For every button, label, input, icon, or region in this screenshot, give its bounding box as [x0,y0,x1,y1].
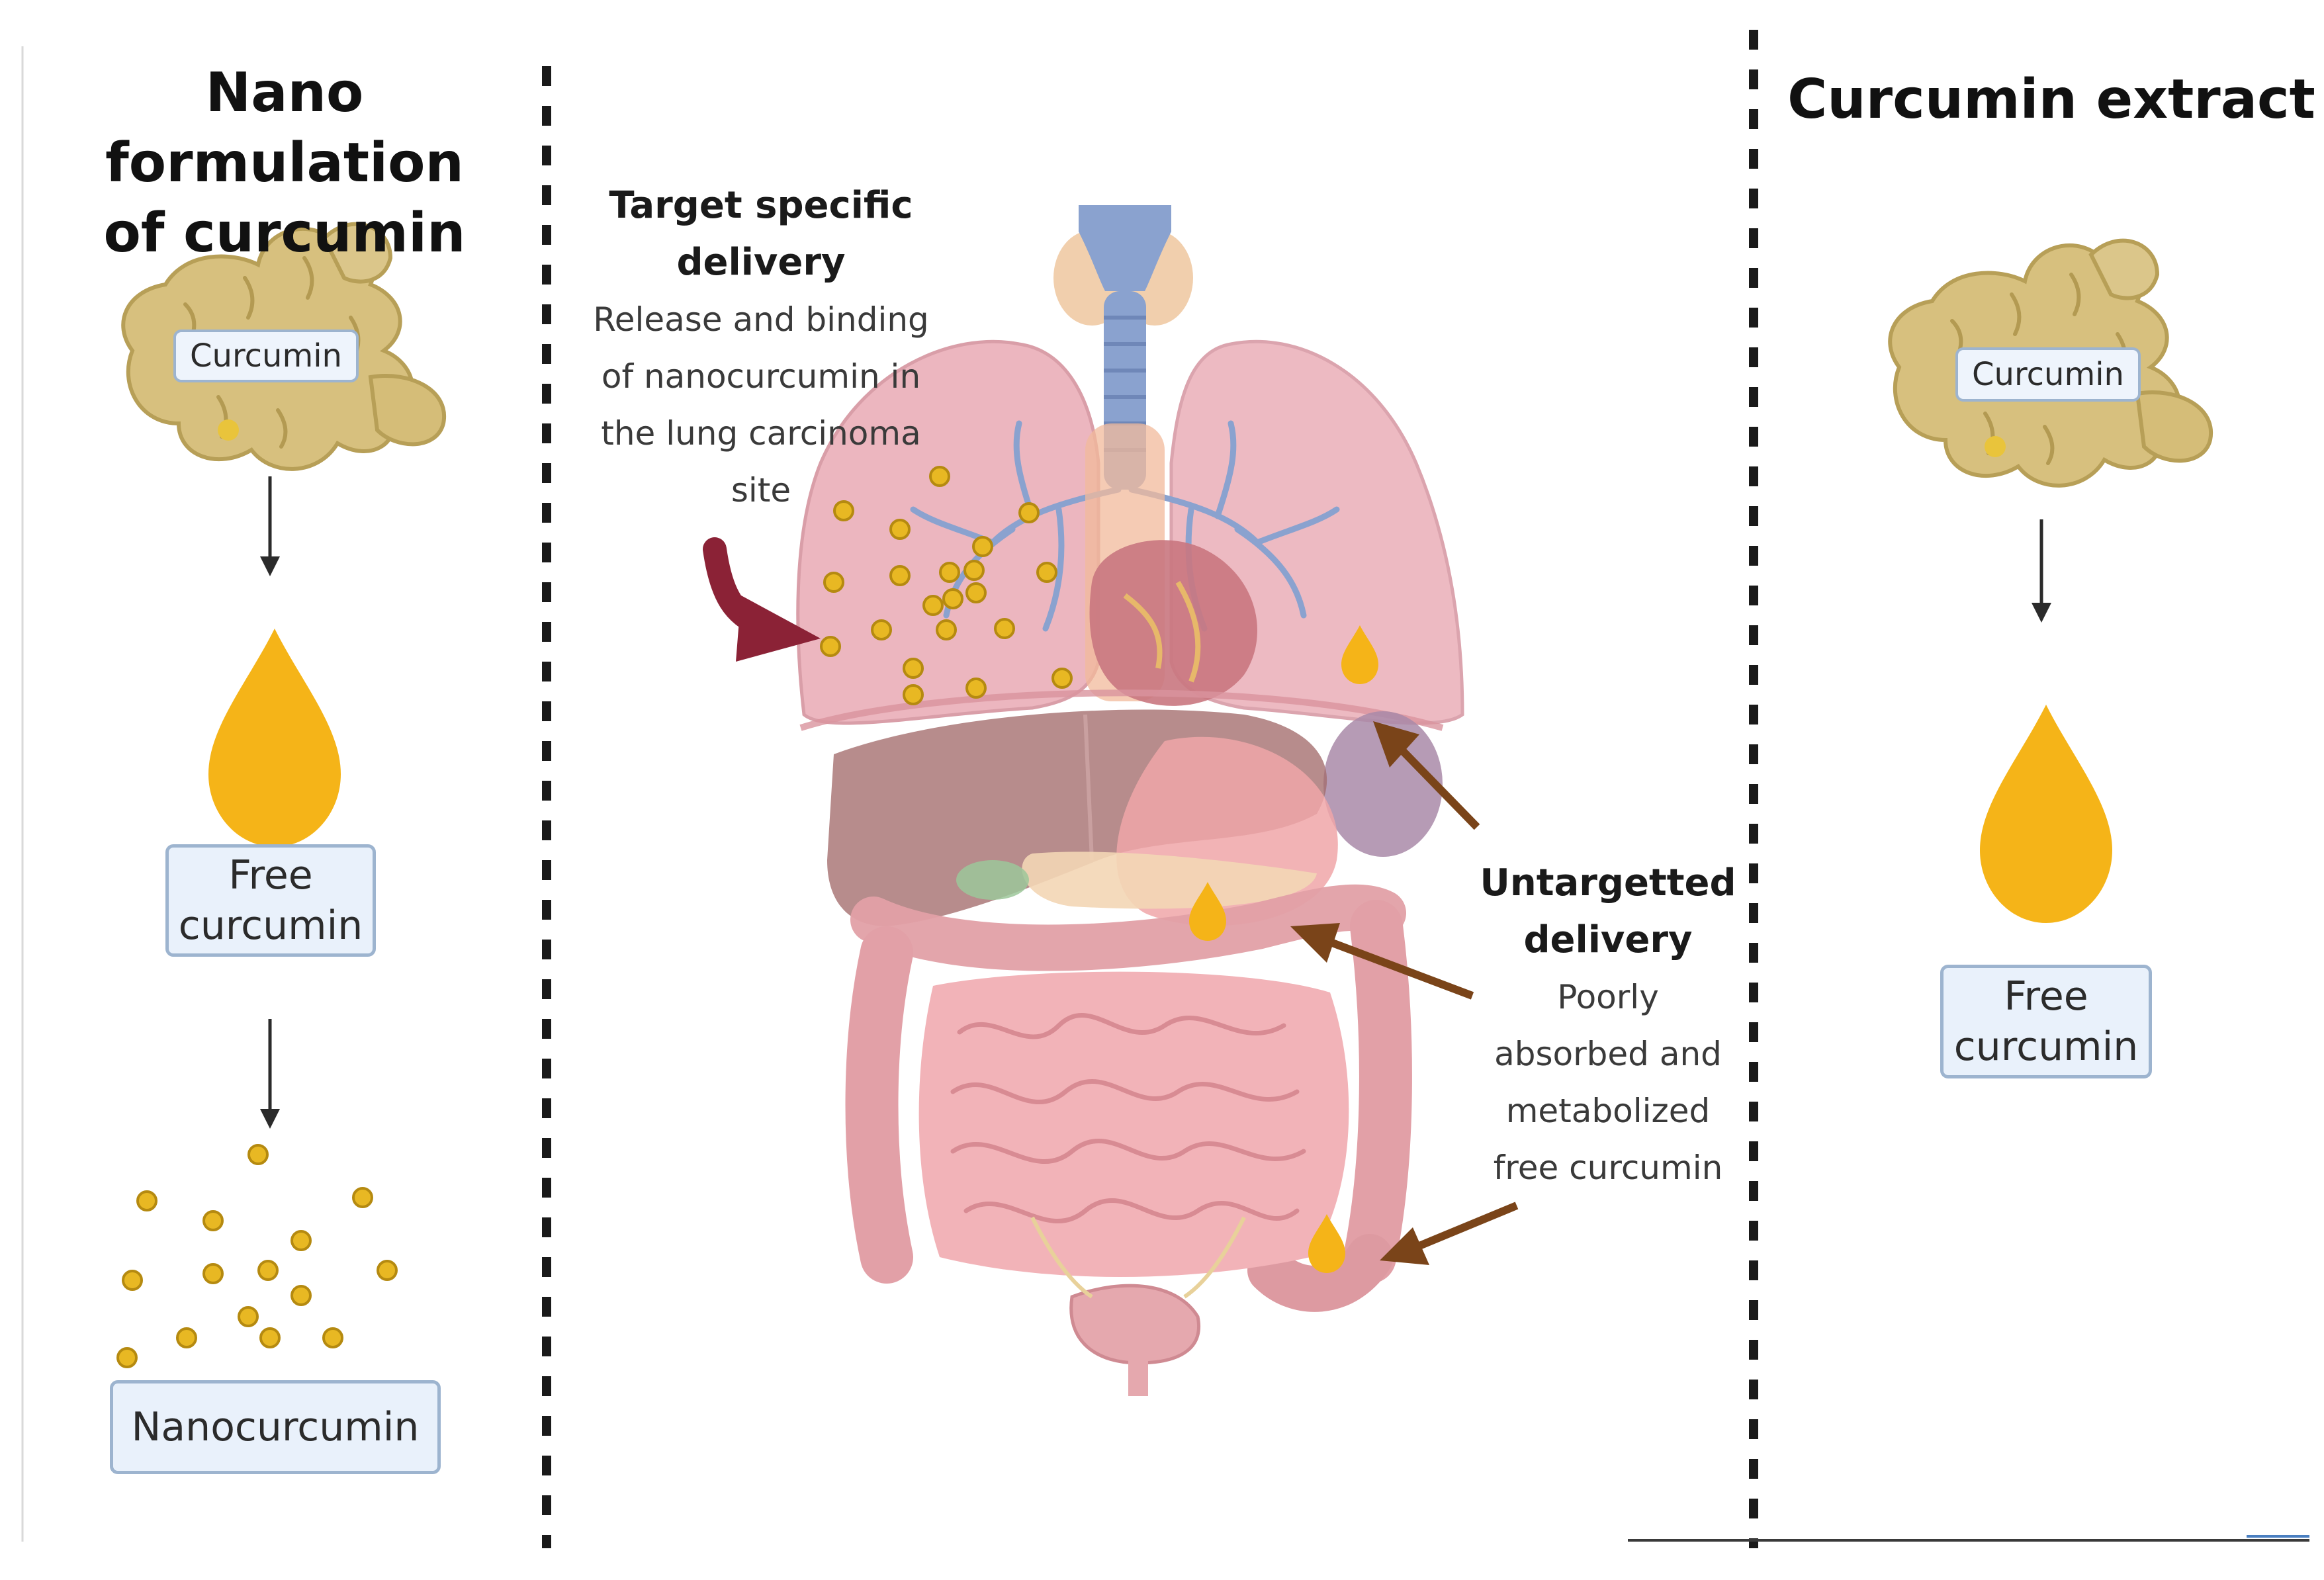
nanoparticle-cluster [116,1144,398,1368]
targeted-delivery-text: Target specific delivery Release and bin… [569,177,953,519]
curcumin-drop-icon-right [1980,705,2112,923]
curcumin-drop-icon-left [208,629,341,847]
untargeted-desc-line-3: metabolized [1505,1092,1711,1130]
targeted-desc-line-1: Release and binding [593,300,929,339]
free-curcumin-label-right: Free curcumin [1940,965,2152,1078]
curcumin-label-left: Curcumin [173,329,359,382]
untargeted-desc-line-1: Poorly [1557,978,1659,1016]
right-panel-title: Curcumin extract [1787,68,2315,131]
targeted-heading-line-2: delivery [676,241,846,284]
free-label-right-line-1: Free [2004,973,2088,1020]
left-title-line-1: Nano formulation [105,62,464,195]
free-label-right-line-2: curcumin [1953,1024,2139,1070]
curcumin-label-right: Curcumin [1955,347,2141,402]
targeted-heading-line-1: Target specific [609,184,913,227]
left-panel-title: Nano formulation of curcumin [20,58,549,269]
nanocurcumin-label: Nanocurcumin [110,1380,441,1474]
targeted-desc-line-4: site [731,471,791,509]
free-label-line-1: Free [228,852,313,899]
human-organs-illustration [796,205,1464,1396]
targeted-desc-line-3: the lung carcinoma [601,414,921,453]
untargeted-desc-line-2: absorbed and [1494,1035,1722,1073]
free-curcumin-label-left: Free curcumin [165,844,376,957]
free-label-line-2: curcumin [178,902,363,949]
untargeted-delivery-text: Untargetted delivery Poorly absorbed and… [1452,855,1764,1196]
targeted-desc-line-2: of nanocurcumin in [601,357,921,396]
target-delivery-arrow [703,537,821,662]
left-title-line-2: of curcumin [103,202,466,265]
untargeted-heading-line-2: delivery [1523,918,1693,961]
untargeted-desc-line-4: free curcumin [1493,1149,1723,1187]
untargeted-delivery-arrows [1290,721,1519,1265]
untargeted-heading-line-1: Untargetted [1480,861,1736,904]
